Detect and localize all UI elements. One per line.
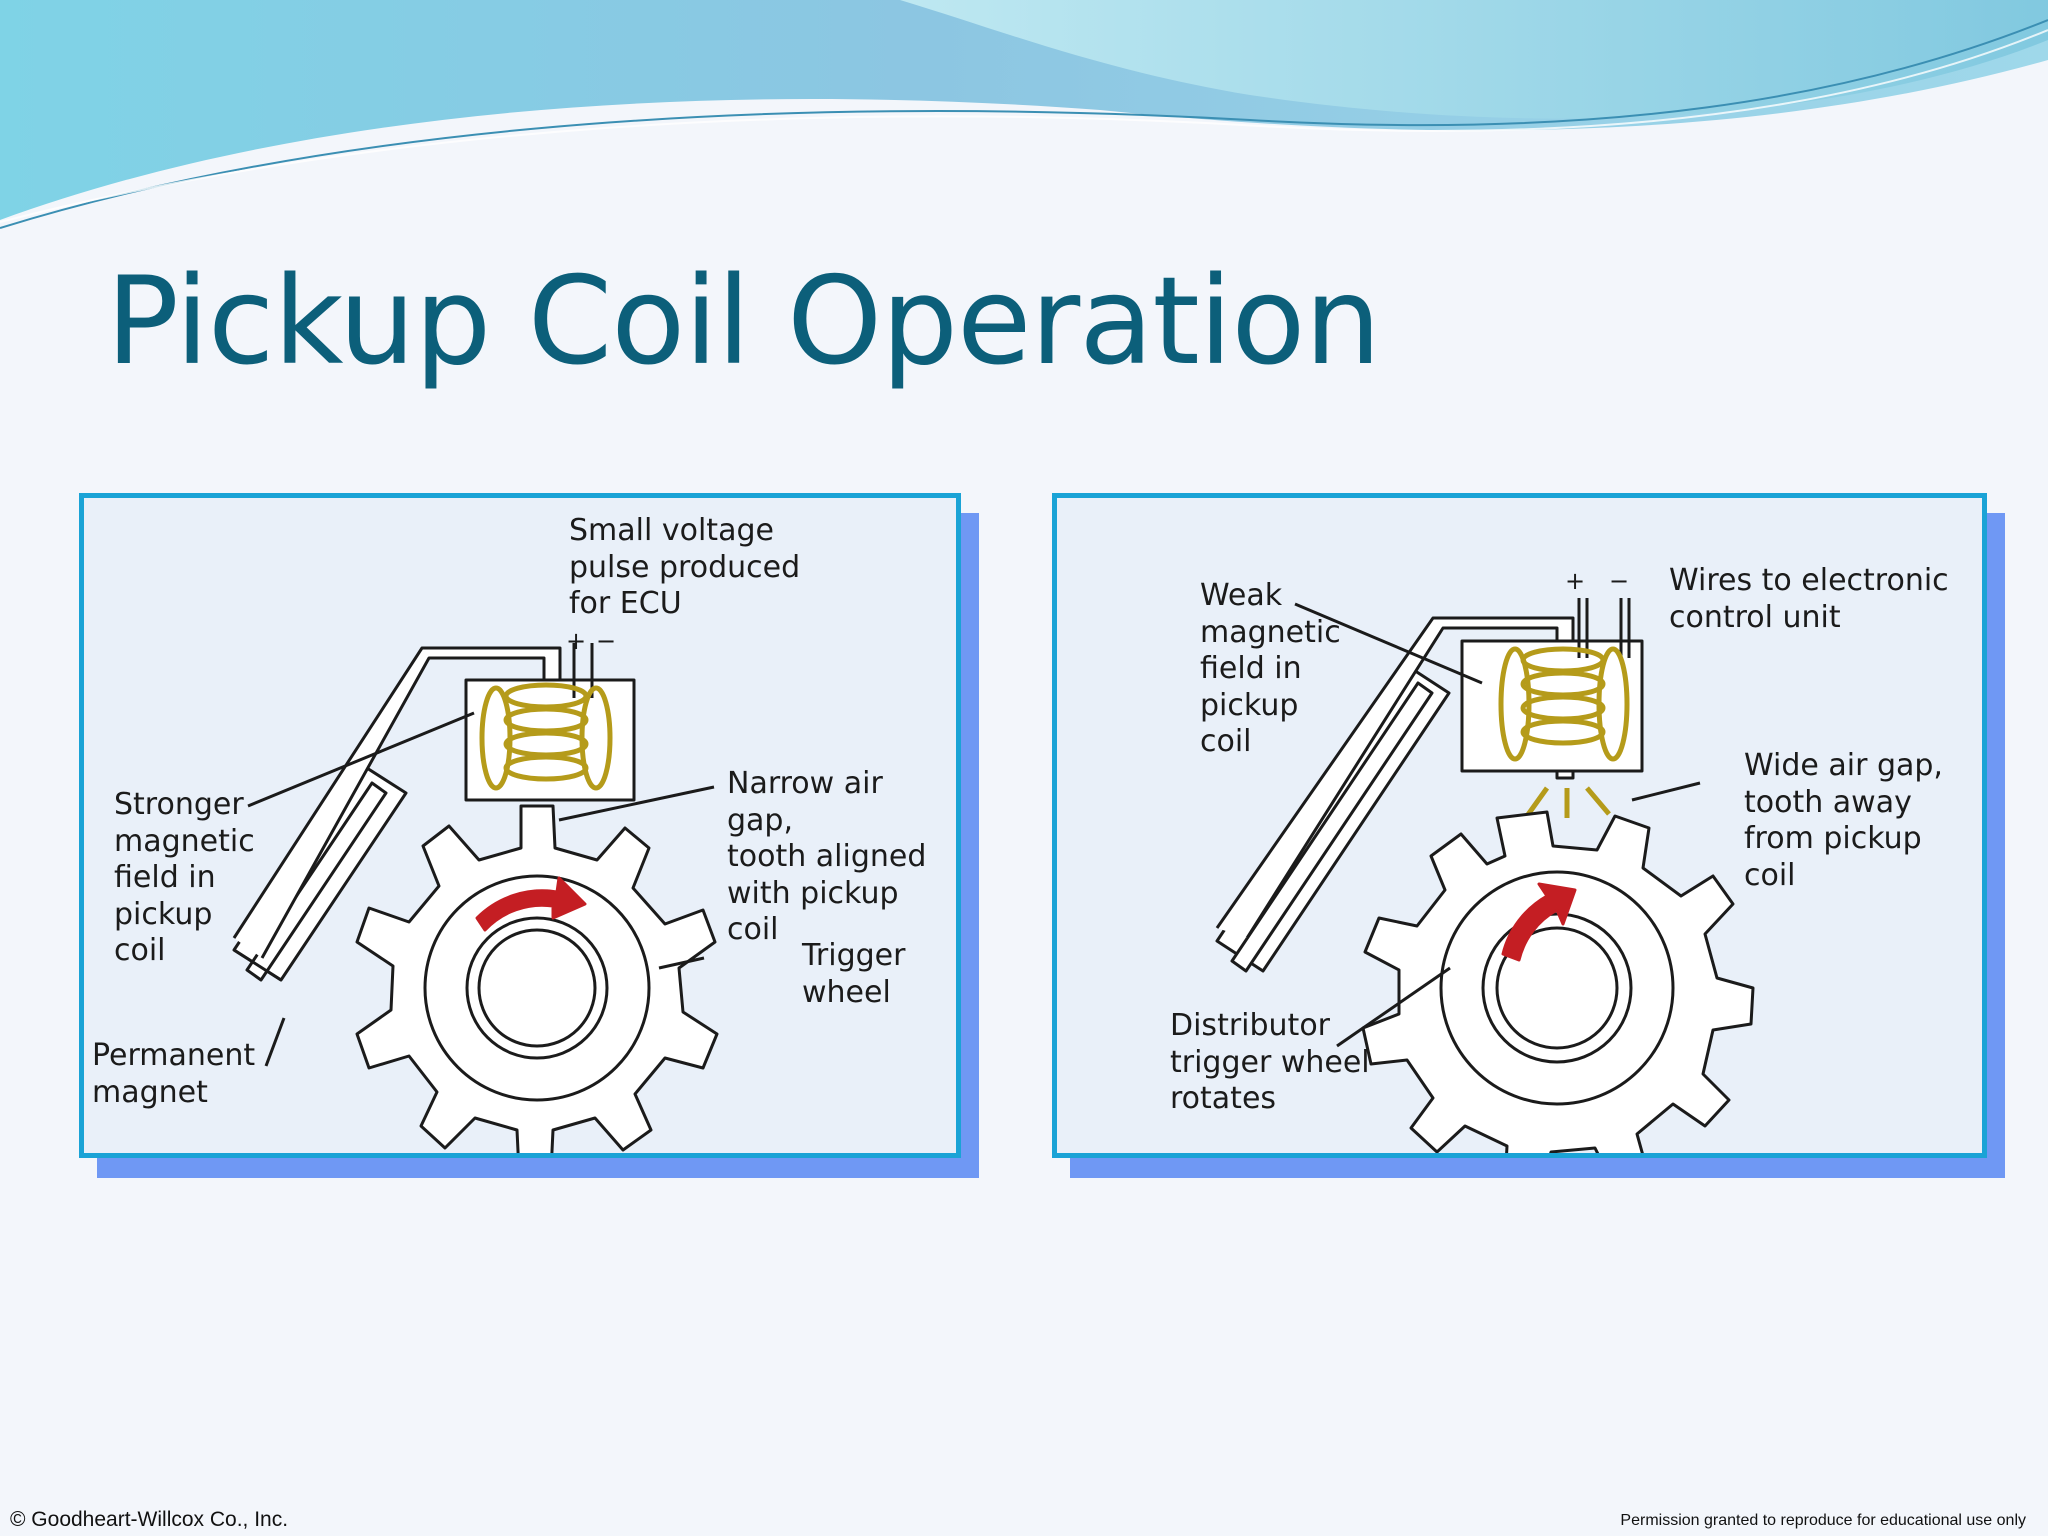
permanent-magnet-label: Permanent magnet bbox=[92, 1038, 256, 1110]
header-wave-decoration bbox=[0, 0, 2048, 229]
right-diagram-illustration bbox=[1215, 598, 1755, 1153]
slide-title: Pickup Coil Operation bbox=[106, 251, 1381, 392]
minus-terminal-label: − bbox=[596, 627, 617, 655]
right-diagram-panel: + − Wires to electronic control unit Wea… bbox=[1052, 493, 1987, 1158]
permission-footer: Permission granted to reproduce for educ… bbox=[1620, 1512, 2026, 1529]
left-diagram-panel: Small voltage pulse produced for ECU + −… bbox=[79, 493, 961, 1158]
plus-terminal-label: + bbox=[566, 627, 587, 655]
weak-field-label: Weak magnetic field in pickup coil bbox=[1200, 578, 1341, 759]
pickup-coil-shape bbox=[1498, 646, 1630, 818]
plus-terminal-label: + bbox=[1565, 567, 1586, 595]
minus-terminal-label: − bbox=[1609, 567, 1630, 595]
pickup-coil-shape bbox=[479, 682, 613, 791]
voltage-pulse-label: Small voltage pulse produced for ECU bbox=[569, 513, 801, 621]
pole-piece-shape bbox=[1215, 616, 1575, 939]
copyright-footer: © Goodheart-Willcox Co., Inc. bbox=[10, 1508, 289, 1531]
left-diagram-illustration bbox=[232, 643, 719, 1153]
trigger-wheel-label: Trigger wheel bbox=[802, 938, 906, 1010]
narrow-gap-label: Narrow air gap, tooth aligned with picku… bbox=[727, 766, 927, 947]
wide-gap-label: Wide air gap, tooth away from pickup coi… bbox=[1744, 748, 1943, 893]
trigger-wheel-shape bbox=[1361, 810, 1755, 1153]
stronger-field-label: Stronger magnetic field in pickup coil bbox=[114, 787, 255, 968]
wires-label: Wires to electronic control unit bbox=[1669, 563, 1949, 635]
trigger-wheel-shape bbox=[355, 804, 719, 1153]
distributor-wheel-label: Distributor trigger wheel rotates bbox=[1170, 1008, 1370, 1116]
coil-housing-shape bbox=[1460, 639, 1644, 773]
